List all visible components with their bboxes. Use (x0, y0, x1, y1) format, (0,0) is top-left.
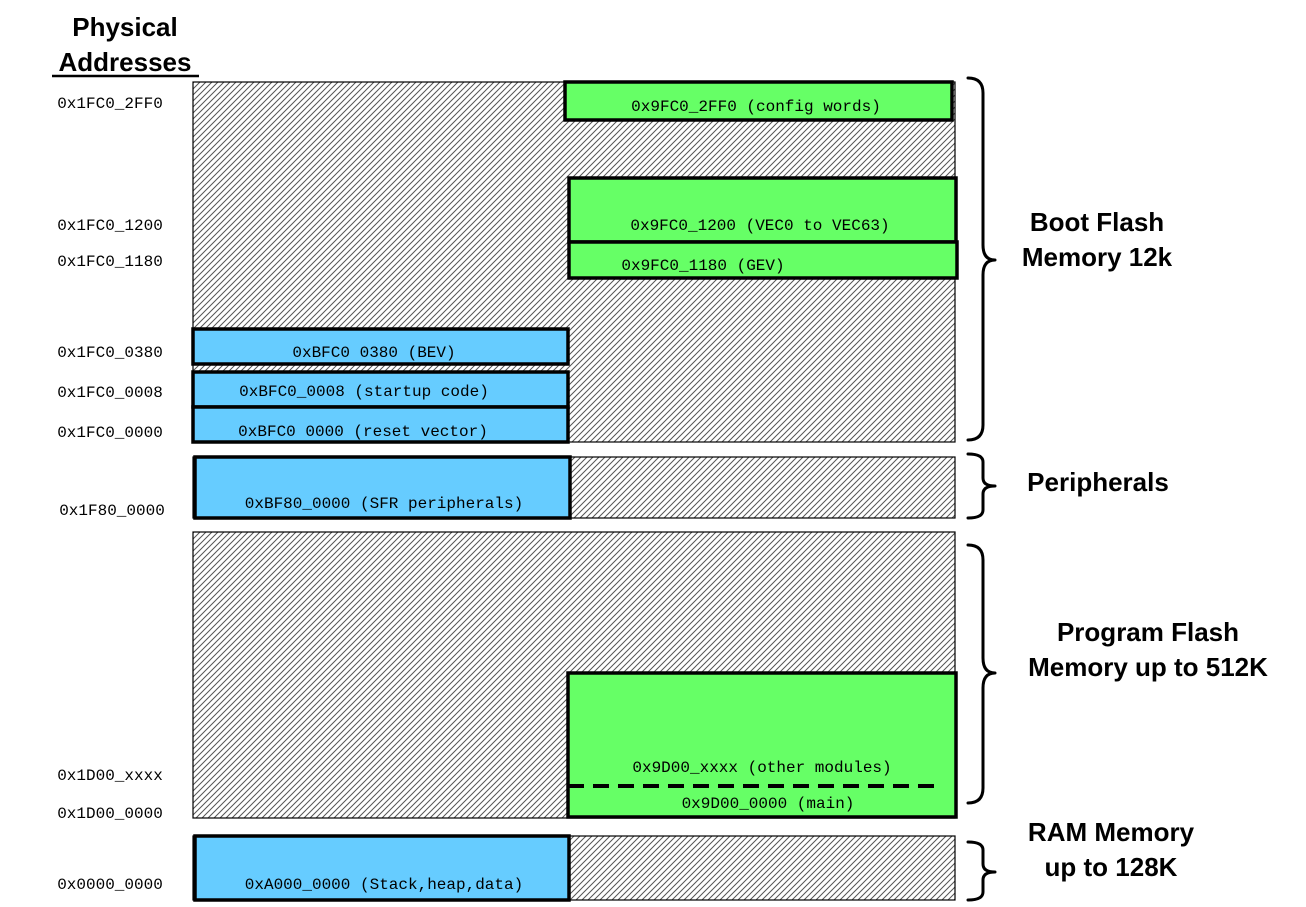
gev-box (567, 240, 959, 280)
reset-label: 0xBFC0 0000 (reset vector) (238, 423, 488, 441)
program-flash-label-1: Program Flash (1057, 617, 1239, 647)
addr-1fc0-1200: 0x1FC0_1200 (57, 217, 163, 235)
bev-label: 0xBFC0 0380 (BEV) (292, 344, 455, 362)
main-label: 0x9D00_0000 (main) (682, 795, 855, 813)
other-modules-label: 0x9D00_xxxx (other modules) (632, 759, 891, 777)
addr-1fc0-0008: 0x1FC0_0008 (57, 384, 163, 402)
bev-box (191, 327, 570, 366)
ram-brace (966, 840, 997, 902)
addr-1f80-0000: 0x1F80_0000 (59, 502, 165, 520)
program-flash-brace (966, 543, 997, 805)
program-box (566, 671, 958, 819)
vec-box (567, 176, 958, 244)
config-words-box (563, 80, 954, 122)
addr-1d00-0000: 0x1D00_0000 (57, 805, 163, 823)
program-flash-label-2: Memory up to 512K (1028, 652, 1268, 682)
ram-label: 0xA000_0000 (Stack,heap,data) (245, 876, 523, 894)
peripherals-label: Peripherals (1027, 467, 1169, 497)
peripherals-brace (966, 452, 997, 520)
boot-flash-label-1: Boot Flash (1030, 207, 1164, 237)
header-addresses: Addresses (59, 47, 192, 77)
addr-1fc0-1180: 0x1FC0_1180 (57, 253, 163, 271)
boot-flash-label-2: Memory 12k (1022, 242, 1173, 272)
ram-label-2: up to 128K (1045, 852, 1178, 882)
addr-1d00-xxxx: 0x1D00_xxxx (57, 767, 163, 785)
sfr-box (193, 455, 572, 520)
startup-label: 0xBFC0_0008 (startup code) (239, 383, 489, 401)
header-physical: Physical (72, 12, 178, 42)
addr-1fc0-0000: 0x1FC0_0000 (57, 424, 163, 442)
addr-0000-0000: 0x0000_0000 (57, 876, 163, 894)
ram-box (193, 834, 571, 902)
config-words-label: 0x9FC0_2FF0 (config words) (631, 98, 881, 116)
addr-1fc0-0380: 0x1FC0_0380 (57, 344, 163, 362)
gev-label: 0x9FC0_1180 (GEV) (621, 257, 784, 275)
ram-label-1: RAM Memory (1028, 817, 1195, 847)
reset-box (191, 405, 570, 444)
vec-label: 0x9FC0_1200 (VEC0 to VEC63) (630, 217, 889, 235)
sfr-label: 0xBF80_0000 (SFR peripherals) (245, 495, 523, 513)
addr-1fc0-2ff0: 0x1FC0_2FF0 (57, 95, 163, 113)
boot-flash-brace (966, 76, 997, 442)
